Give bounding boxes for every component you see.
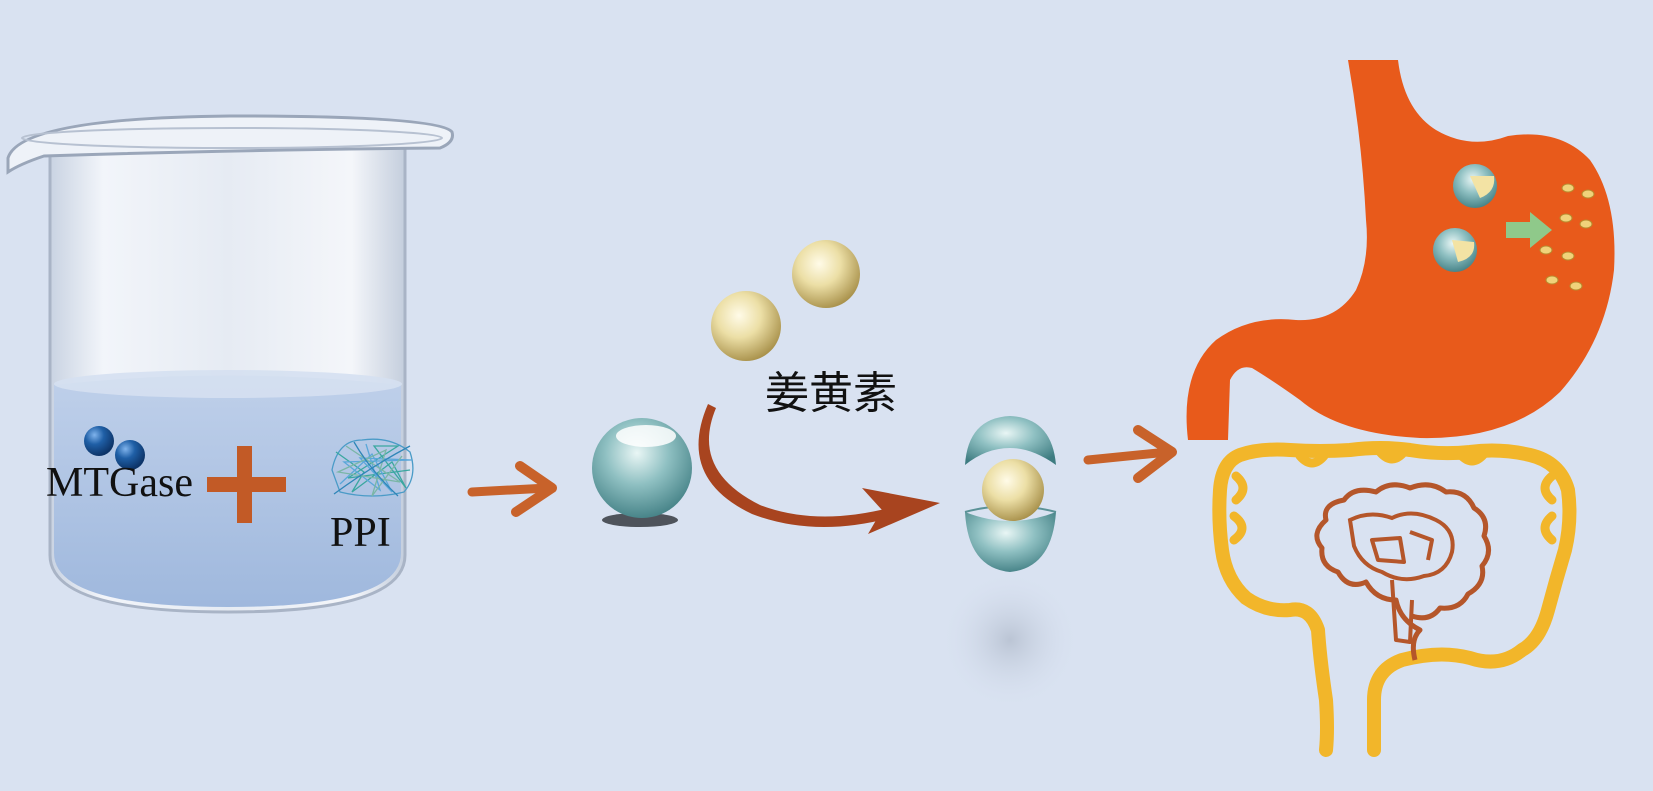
release-arrow-icon [1506,212,1552,248]
arrow-right-icon [1083,425,1177,483]
small-intestine-icon [1314,482,1491,661]
protein-nanoparticle [592,418,692,527]
encapsulated-particle [940,416,1080,710]
arrow-right-icon [467,461,557,517]
enzyme-bead [84,426,114,456]
water-surface [54,370,402,398]
curcumin-label: 姜黄素 [765,368,897,419]
stomach-icon [1186,60,1615,440]
curcumin-molecules [711,240,860,361]
ppi-protein-network-icon [331,438,414,497]
mtgase-label: MTGase [46,460,193,506]
plus-icon [207,446,286,523]
curcumin-sphere [792,240,860,308]
ppi-label: PPI [330,510,391,556]
digestive-system [1186,60,1615,757]
curved-arrow-icon [698,404,940,534]
beaker [6,114,454,614]
broken-capsules [1433,164,1497,272]
curcumin-sphere [711,291,781,361]
mtgase-beads [84,426,145,470]
released-curcumin-dots [1539,183,1595,291]
large-intestine-icon [1212,441,1577,757]
enzyme-bead [115,440,145,470]
